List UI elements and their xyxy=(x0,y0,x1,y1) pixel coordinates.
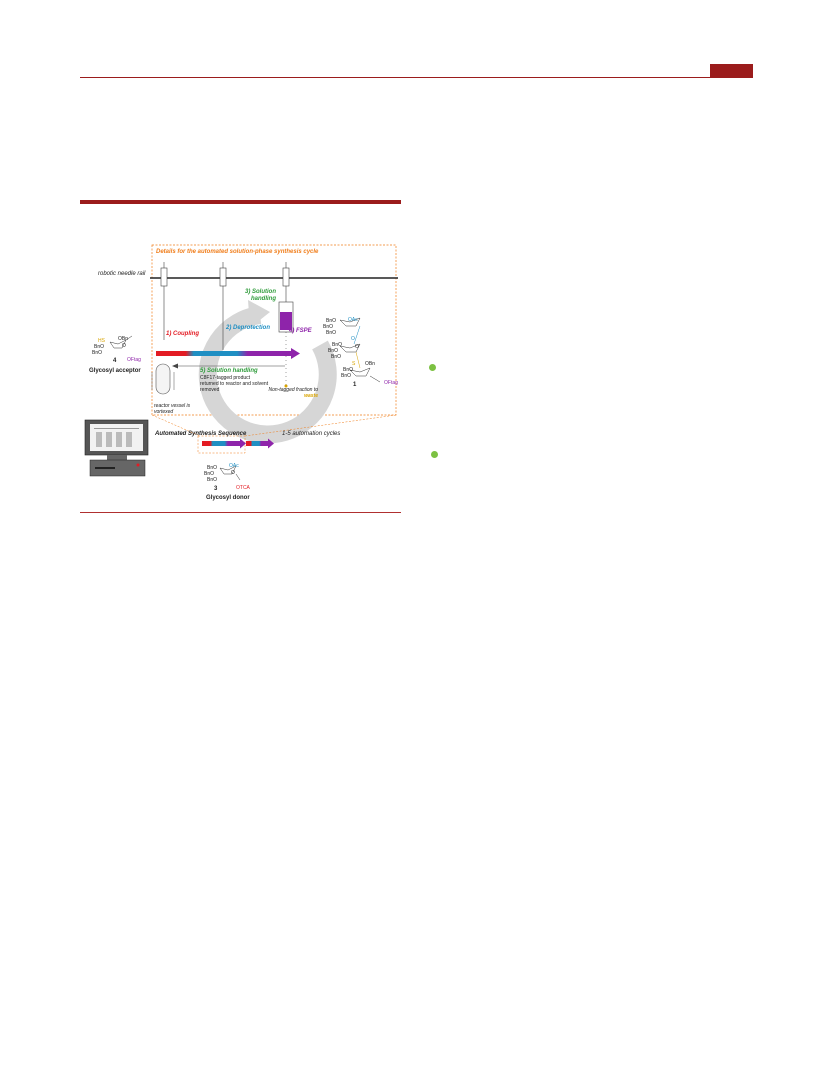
rail-label: robotic needle rail xyxy=(98,271,146,277)
nontagged-label: Non-tagged fraction to waste xyxy=(268,387,318,399)
reactor-vessel xyxy=(151,363,175,395)
step-solution-handling-5: 5) Solution handling xyxy=(200,368,258,374)
nontagged-label-suffix: to xyxy=(313,387,318,393)
sequence-label: Automated Synthesis Sequence xyxy=(155,431,247,437)
donor-number: 3 xyxy=(214,486,218,492)
figure-top-rule xyxy=(80,200,401,204)
waste-label: waste xyxy=(304,393,318,399)
step-solution-handling-5-detail: C8F17-tagged product returned to reactor… xyxy=(200,375,269,393)
reference-marker xyxy=(431,451,438,458)
step-fspe: 4) FSPE xyxy=(289,328,312,334)
details-box xyxy=(151,244,397,416)
product-s: S xyxy=(352,361,356,367)
acceptor-bno2: BnO xyxy=(92,350,103,356)
syringe-2 xyxy=(219,262,227,350)
step-solution-handling-3: 3) Solution handling xyxy=(245,289,276,302)
donor-name: Glycosyl donor xyxy=(206,495,250,501)
donor-otca: OTCA xyxy=(236,485,250,491)
donor-o: O xyxy=(231,470,235,476)
header-rule xyxy=(80,77,753,78)
product-obn: OBn xyxy=(365,361,376,367)
donor-ring xyxy=(219,465,241,481)
acceptor-hs: HS xyxy=(98,338,105,344)
acceptor-bno1: BnO xyxy=(94,344,105,350)
product-o-link: O xyxy=(351,336,355,342)
details-box-title: Details for the automated solution-phase… xyxy=(156,249,319,255)
product-ftag: OFtag xyxy=(384,380,398,386)
synthesis-diagram xyxy=(84,244,398,481)
product-bno-f: BnO xyxy=(331,354,342,360)
reactor-label: reactor vessel is vortexed xyxy=(154,403,191,415)
step-deprotection: 2) Deprotection xyxy=(226,325,271,331)
nontagged-label-prefix: Non-tagged fraction xyxy=(268,387,313,393)
acceptor-name: Glycosyl acceptor xyxy=(89,368,141,374)
donor-bno3: BnO xyxy=(207,477,218,483)
step-coupling: 1) Coupling xyxy=(166,331,199,337)
cycle-progress-arrowhead xyxy=(291,348,300,359)
sequence-focus-box xyxy=(197,435,246,454)
product-bno-h: BnO xyxy=(341,373,352,379)
product-number: 1 xyxy=(353,382,357,388)
donor-bno1: BnO xyxy=(207,465,218,471)
product-bno-b: BnO xyxy=(323,324,334,330)
cycles-label: 1-5 automation cycles xyxy=(282,431,341,437)
computer-icon xyxy=(84,419,149,477)
acceptor-ring xyxy=(109,335,133,349)
product-bno-g: BnO xyxy=(343,367,354,373)
product-o-ring: O xyxy=(355,344,359,350)
product-bno-e: BnO xyxy=(328,348,339,354)
acceptor-number: 4 xyxy=(113,358,117,364)
acceptor-ftag: OFtag xyxy=(127,357,141,363)
product-oac: OAc xyxy=(348,317,358,323)
donor-oac: OAc xyxy=(229,463,239,469)
product-bno-d: BnO xyxy=(332,342,343,348)
cycle-arrow xyxy=(198,306,337,444)
reference-marker xyxy=(429,364,436,371)
cycle-arrowhead xyxy=(248,300,270,328)
acceptor-obn: OBn xyxy=(118,336,129,342)
cycle-progress-bar xyxy=(156,351,291,356)
header-tab xyxy=(710,64,753,78)
sequence-bar xyxy=(202,441,240,446)
product-bno-a: BnO xyxy=(326,318,337,324)
figure-bottom-rule xyxy=(80,512,401,513)
product-bno-c: BnO xyxy=(326,330,337,336)
fspe-cartridge xyxy=(278,301,294,388)
donor-bno2: BnO xyxy=(204,471,215,477)
product-molecule-skeleton xyxy=(339,317,381,383)
syringe-1 xyxy=(160,262,168,340)
acceptor-o: O xyxy=(122,343,126,349)
